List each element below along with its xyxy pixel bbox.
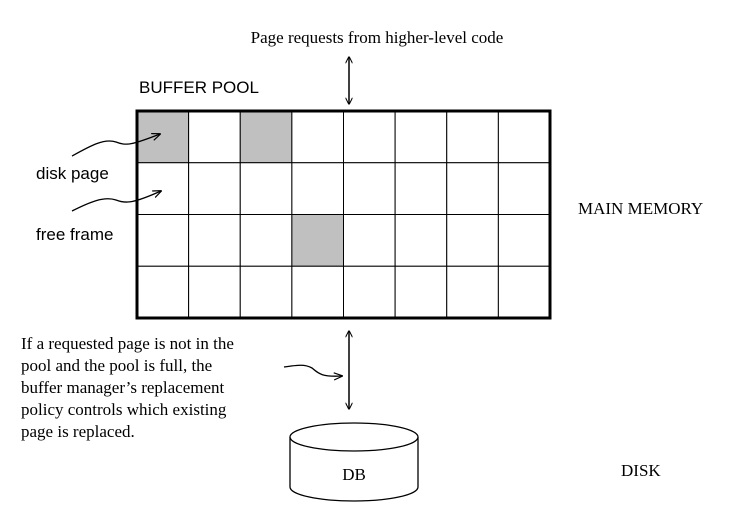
note-line: policy controls which existing xyxy=(21,400,227,419)
disk-page-pointer xyxy=(71,134,160,157)
free-frame xyxy=(343,214,396,267)
free-frame xyxy=(136,162,190,215)
disk-label: DISK xyxy=(621,461,661,480)
free-frame xyxy=(188,265,241,319)
free-frame xyxy=(497,162,551,215)
free-frame-label: free frame xyxy=(36,225,114,244)
free-frame xyxy=(188,110,241,164)
free-frame xyxy=(394,162,448,215)
replacement-note: If a requested page is not in the pool a… xyxy=(21,333,234,443)
free-frame xyxy=(497,265,551,319)
buffer-frames xyxy=(135,109,552,320)
disk-page-label: disk page xyxy=(36,164,109,183)
note-line: pool and the pool is full, the xyxy=(21,356,213,375)
note-line: buffer manager’s replacement xyxy=(21,378,225,397)
page-requests-label: Page requests from higher-level code xyxy=(250,28,504,47)
buffer-pool-border xyxy=(135,109,552,320)
disk-page-frame xyxy=(136,110,190,164)
free-frame xyxy=(497,214,551,267)
free-frame xyxy=(291,110,344,164)
free-frame xyxy=(446,110,499,164)
free-frame xyxy=(497,110,551,164)
free-frame xyxy=(394,110,448,164)
free-frame xyxy=(239,162,293,215)
buffer-pool-title: BUFFER POOL xyxy=(139,78,259,97)
free-frame xyxy=(188,162,241,215)
free-frame xyxy=(136,214,190,267)
free-frame xyxy=(394,214,448,267)
free-frame xyxy=(343,162,396,215)
main-memory-label: MAIN MEMORY xyxy=(578,199,704,218)
free-frame xyxy=(291,162,344,215)
free-frame-pointer xyxy=(71,191,161,212)
free-frame xyxy=(343,110,396,164)
free-frame xyxy=(446,162,499,215)
free-frame xyxy=(239,214,293,267)
free-frame xyxy=(239,265,293,319)
free-frame xyxy=(188,214,241,267)
free-frame xyxy=(446,265,499,319)
replacement-pointer xyxy=(283,364,342,376)
db-label: DB xyxy=(342,465,366,484)
free-frame xyxy=(343,265,396,319)
disk-page-frame xyxy=(239,110,293,164)
free-frame xyxy=(136,265,190,319)
disk-page-frame xyxy=(291,214,344,267)
free-frame xyxy=(394,265,448,319)
note-line: page is replaced. xyxy=(21,422,135,441)
free-frame xyxy=(446,214,499,267)
db-cylinder xyxy=(289,422,419,502)
free-frame xyxy=(291,265,344,319)
note-line: If a requested page is not in the xyxy=(21,334,234,353)
